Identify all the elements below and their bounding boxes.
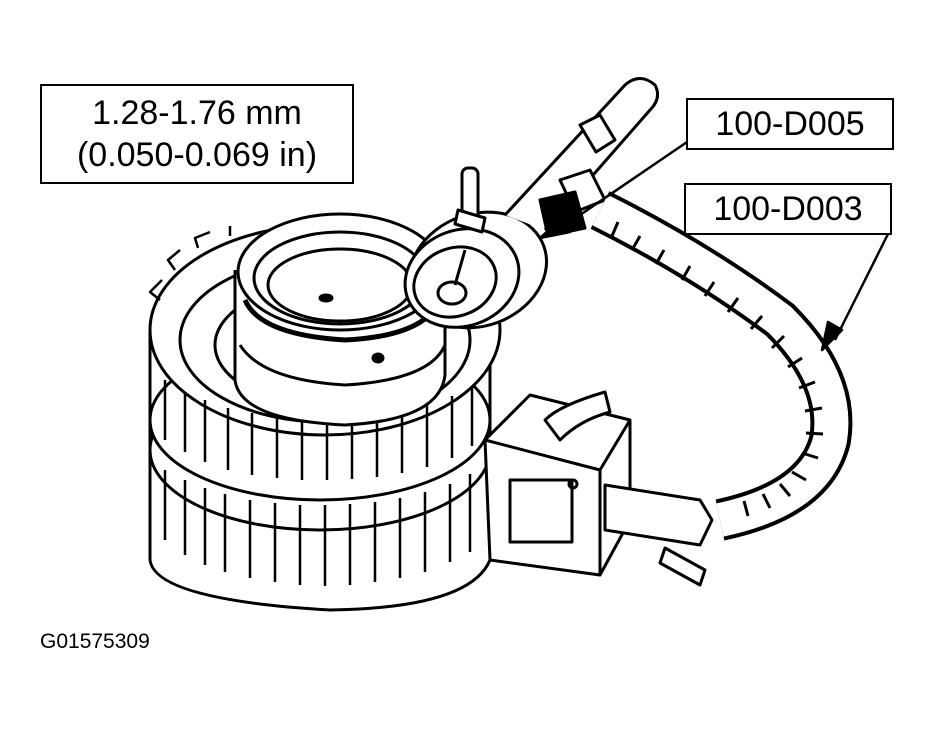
figure-id: G01575309 [40, 630, 150, 653]
tool-label-dial-indicator: 100-D005 [686, 98, 894, 150]
holder-arm [503, 77, 660, 238]
clearance-spec-in: (0.050-0.069 in) [76, 136, 318, 174]
dial-indicator [403, 166, 549, 330]
flex-hose [590, 191, 853, 541]
piston-ring [233, 212, 447, 427]
leader-arrows [538, 138, 892, 352]
tool-label-holder: 100-D003 [684, 183, 892, 235]
clearance-spec-callout: 1.28-1.76 mm (0.050-0.069 in) [40, 84, 354, 184]
clearance-spec-mm: 1.28-1.76 mm [92, 94, 302, 132]
magnetic-base [483, 390, 714, 587]
